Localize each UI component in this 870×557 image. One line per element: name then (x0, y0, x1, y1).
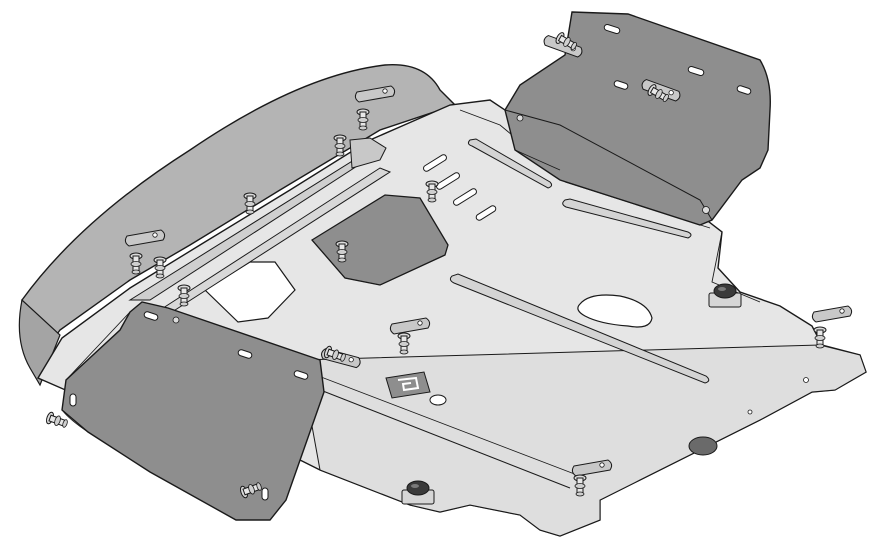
left-splash-shield (18, 64, 457, 387)
front-bumper-plate (61, 301, 325, 521)
rear-right-plate (504, 11, 771, 226)
center-access-panel (311, 194, 449, 286)
